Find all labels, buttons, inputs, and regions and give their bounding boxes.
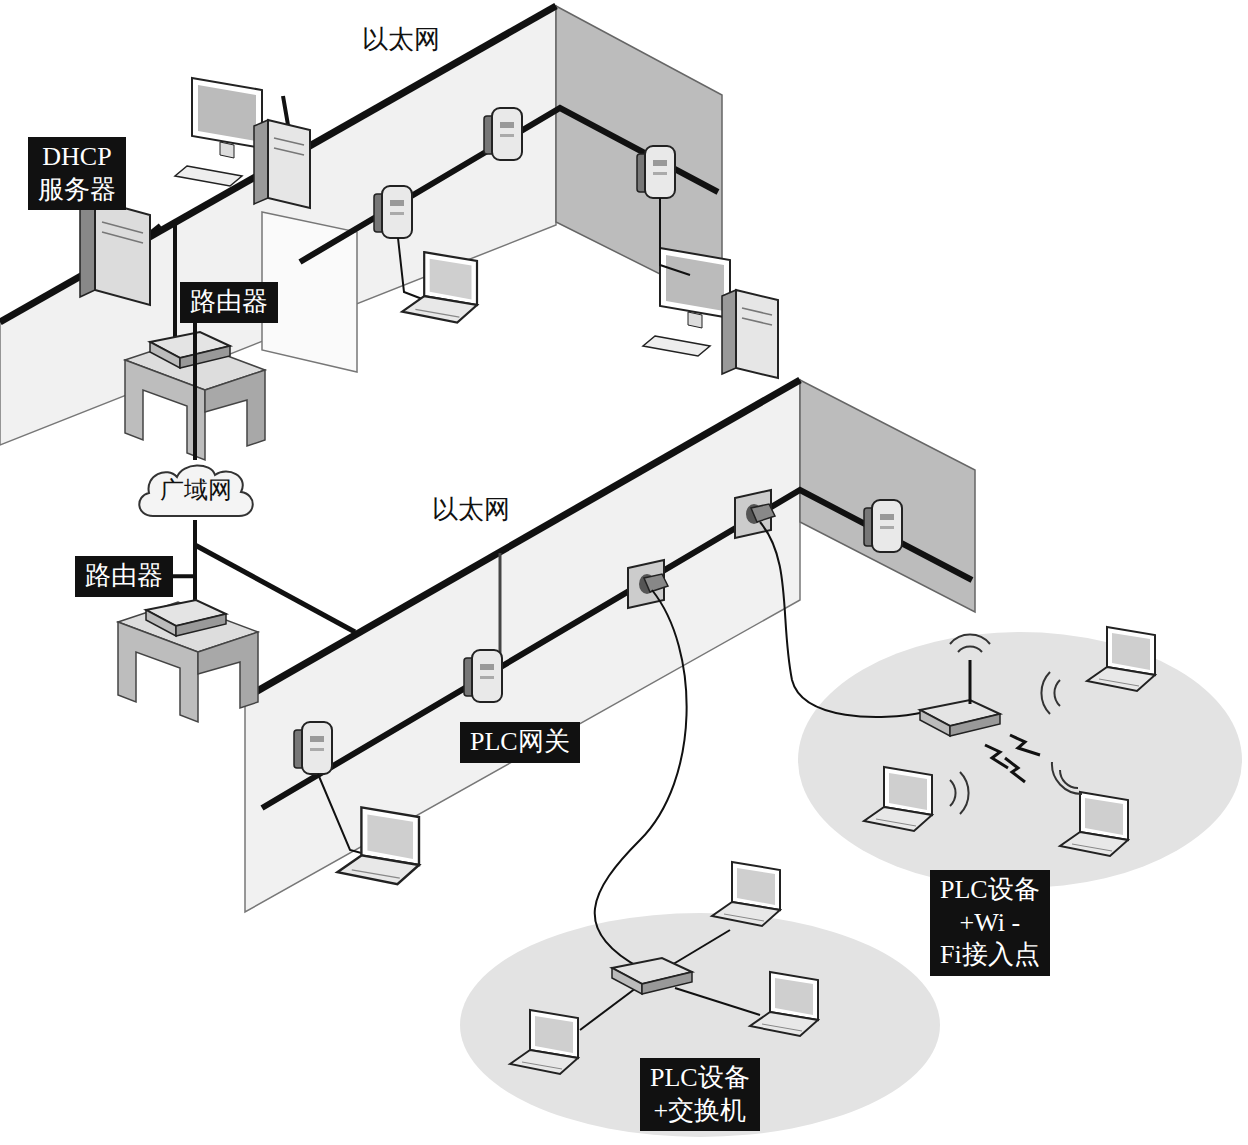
label-box: 路由器: [75, 556, 173, 597]
illustration-part: [1060, 792, 1128, 856]
label-box: 路由器: [180, 282, 278, 323]
illustration-part: [950, 772, 969, 814]
illustration-part: [950, 635, 990, 652]
node-text: PLC设备 +交换机: [650, 1062, 750, 1127]
illustration-part: [484, 108, 522, 160]
illustration-part: [80, 200, 95, 297]
illustration-part: [800, 380, 975, 612]
node-text: 路由器: [190, 286, 268, 319]
illustration-part: [969, 660, 972, 704]
illustration-part: [337, 807, 419, 884]
label-box: PLC网关: [460, 722, 580, 763]
illustration-part: [294, 722, 332, 774]
illustration-part: [595, 590, 687, 968]
illustration-part: [464, 650, 502, 702]
cloud-node: 广域网: [133, 460, 259, 520]
illustration-part: [864, 500, 902, 552]
cloud-outline: [139, 465, 252, 516]
illustration-part: [245, 380, 800, 912]
illustration-part: [1052, 762, 1082, 794]
illustration-part: [675, 988, 760, 1015]
label-box: PLC设备+Wi -Fi接入点: [930, 870, 1050, 976]
label-box: DHCP 服务器: [28, 137, 126, 210]
illustration-part: [1005, 758, 1025, 782]
illustration-part: [612, 958, 692, 994]
illustration-part: [173, 222, 177, 338]
illustration-part: [864, 767, 932, 831]
illustration-part: [402, 252, 477, 322]
network-label: 以太网: [432, 494, 510, 527]
node-text: PLC网关: [470, 726, 570, 759]
illustration-part: [920, 700, 1000, 736]
node-text: 路由器: [85, 560, 163, 593]
illustration-part: [95, 200, 150, 305]
wifi-group: [760, 522, 1242, 888]
illustration-part: [1010, 735, 1040, 755]
illustration-part: [102, 222, 143, 233]
illustration-part: [985, 745, 1008, 768]
illustration-part: [660, 198, 690, 275]
illustration-part: [1041, 672, 1060, 714]
illustration-part: [637, 146, 675, 198]
illustration-part: [643, 248, 778, 378]
illustration-part: [712, 862, 780, 926]
illustration-part: [0, 6, 556, 322]
illustration-part: [1087, 627, 1155, 691]
upper-office: [0, 6, 778, 460]
illustration-part: [460, 913, 940, 1137]
illustration-part: [300, 108, 718, 262]
node-text: PLC设备+Wi -Fi接入点: [940, 874, 1040, 972]
network-label: 以太网: [362, 24, 440, 57]
wan-link: [193, 323, 197, 461]
illustration-part: [798, 632, 1242, 888]
wan-link: [173, 520, 195, 576]
illustration-part: [374, 186, 412, 238]
illustration-part: [580, 985, 640, 1030]
illustration-part: [760, 522, 925, 717]
illustration-part: [735, 490, 775, 538]
illustration-part: [102, 232, 143, 243]
illustration-part: [750, 972, 818, 1036]
label-box: PLC设备 +交换机: [640, 1058, 760, 1131]
illustration-part: [510, 1010, 578, 1074]
illustration-part: [0, 6, 556, 445]
illustration-part: [175, 78, 310, 208]
illustration-part: [150, 332, 230, 368]
illustration-part: [146, 600, 226, 636]
illustration-part: [628, 560, 668, 608]
node-text: 广域网: [160, 476, 232, 505]
node-text: DHCP 服务器: [38, 141, 116, 206]
